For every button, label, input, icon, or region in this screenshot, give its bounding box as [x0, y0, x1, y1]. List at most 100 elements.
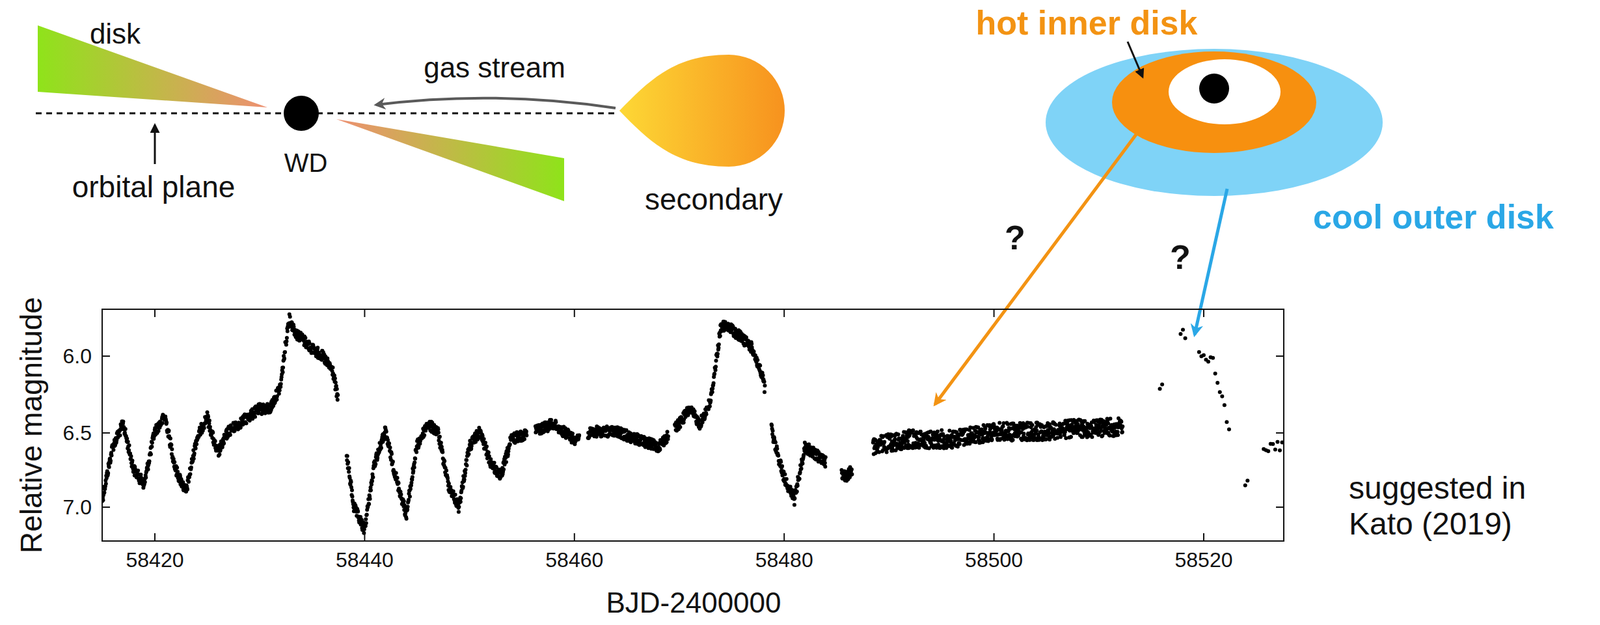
data-point	[139, 475, 144, 480]
hot-inner-disk	[1111, 51, 1317, 153]
data-point	[149, 444, 154, 449]
data-point	[282, 350, 287, 354]
data-point	[109, 453, 114, 458]
data-point	[456, 509, 461, 514]
data-point	[347, 465, 352, 470]
hot-disk-pointer	[1127, 41, 1143, 77]
data-point	[711, 380, 716, 385]
data-point	[118, 433, 123, 438]
data-point	[461, 484, 466, 489]
data-point	[484, 444, 489, 449]
white-dwarf-face-on	[1199, 73, 1230, 104]
white-dwarf	[283, 95, 319, 131]
data-point	[333, 376, 338, 380]
data-point	[370, 474, 375, 479]
data-point	[704, 411, 709, 416]
data-point	[143, 474, 148, 479]
data-point	[464, 463, 469, 468]
data-point	[482, 436, 487, 441]
data-point	[570, 431, 575, 436]
data-point	[102, 497, 105, 502]
data-point	[716, 345, 721, 350]
data-point	[406, 504, 410, 509]
data-point	[143, 480, 148, 485]
data-point	[391, 459, 395, 464]
data-point	[749, 341, 754, 346]
data-point	[169, 442, 174, 447]
data-point	[123, 426, 128, 431]
data-point	[507, 441, 512, 446]
data-point	[369, 482, 374, 487]
data-point	[373, 461, 378, 466]
data-point	[330, 365, 335, 370]
cool-outer-disk	[1045, 48, 1383, 196]
data-point	[284, 335, 289, 340]
data-point	[395, 475, 400, 480]
data-point	[303, 335, 308, 340]
data-point	[191, 456, 196, 461]
data-point	[207, 418, 212, 423]
data-point	[501, 467, 506, 472]
data-point	[363, 517, 368, 522]
data-point	[283, 350, 287, 354]
data-point	[107, 465, 112, 470]
data-point	[108, 458, 113, 463]
cool-disk-link-arrow	[1194, 188, 1228, 335]
data-point	[355, 509, 360, 514]
data-point	[412, 460, 417, 464]
data-point	[464, 458, 469, 462]
data-point	[387, 445, 392, 449]
data-point	[281, 365, 285, 369]
data-point	[364, 520, 369, 525]
data-point	[508, 442, 513, 447]
data-point	[315, 345, 320, 350]
orbital-plane-line	[35, 112, 619, 115]
secondary-star	[619, 54, 785, 167]
data-point	[389, 451, 394, 456]
data-point	[712, 371, 717, 376]
data-point	[553, 419, 558, 424]
data-point	[169, 443, 174, 448]
data-point	[522, 437, 527, 442]
data-point	[344, 453, 349, 458]
data-point	[577, 432, 582, 437]
data-point	[504, 460, 509, 464]
data-point	[384, 429, 389, 434]
data-point	[168, 436, 173, 441]
data-point	[346, 460, 351, 464]
data-point	[657, 447, 662, 451]
data-point	[126, 439, 131, 444]
data-point	[362, 527, 367, 531]
data-point	[149, 452, 153, 457]
data-point	[707, 404, 712, 408]
data-point	[484, 445, 489, 449]
data-point	[411, 468, 416, 473]
data-point	[213, 439, 218, 444]
data-point	[212, 438, 217, 443]
data-point	[744, 335, 749, 339]
data-point	[189, 465, 194, 470]
data-point	[715, 352, 720, 356]
data-point	[458, 499, 463, 504]
data-point	[714, 358, 719, 363]
data-point	[387, 444, 392, 449]
data-point	[188, 471, 192, 476]
data-point	[442, 458, 447, 463]
data-point	[366, 501, 371, 506]
data-point	[124, 435, 129, 440]
data-point	[368, 496, 373, 501]
data-point	[436, 430, 441, 434]
data-point	[210, 430, 215, 435]
data-point	[412, 465, 417, 470]
data-point	[365, 512, 369, 517]
data-point	[364, 512, 369, 517]
data-point	[150, 440, 155, 445]
data-point	[398, 491, 403, 496]
data-point	[277, 388, 282, 393]
data-point	[437, 435, 442, 440]
data-point	[130, 458, 135, 463]
data-point	[366, 501, 371, 506]
data-point	[194, 441, 199, 446]
data-point	[458, 495, 463, 500]
